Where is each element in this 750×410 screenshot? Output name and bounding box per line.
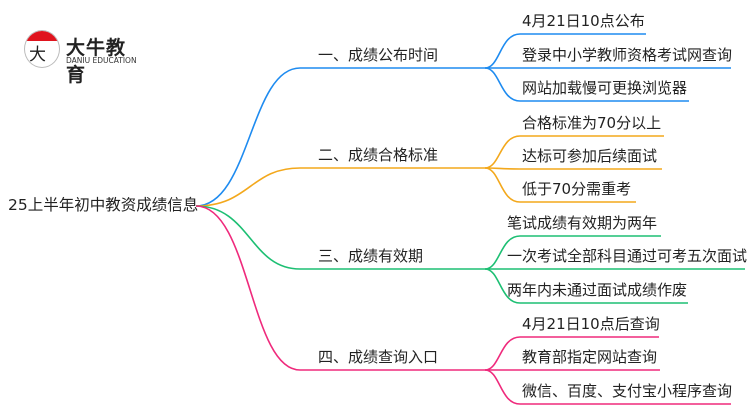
leaf-connector xyxy=(484,235,661,270)
root-node: 25上半年初中教资成绩信息 xyxy=(8,196,199,214)
leaf-node: 网站加载慢可更换浏览器 xyxy=(522,79,688,97)
leaf-connector xyxy=(484,268,688,304)
logo-name: 大牛教育 xyxy=(66,37,127,86)
leaf-connector xyxy=(484,369,731,405)
leaf-connector xyxy=(484,167,636,203)
leaf-node: 一次考试全部科目通过可考五次面试 xyxy=(507,247,748,265)
branch-node: 一、成绩公布时间 xyxy=(318,46,439,64)
branch-connector xyxy=(195,205,485,270)
branch-connector xyxy=(195,167,485,207)
branch-node: 二、成绩合格标准 xyxy=(318,146,439,164)
leaf-connector xyxy=(484,33,646,69)
leaf-connector xyxy=(484,67,689,102)
leaf-node: 4月21日10点公布 xyxy=(522,12,645,30)
leaf-connector xyxy=(484,167,662,170)
leaf-node: 4月21日10点后查询 xyxy=(522,315,660,333)
leaf-connector xyxy=(484,135,664,169)
logo-subtitle: DANIU EDUCATION xyxy=(66,56,137,65)
logo-mark: 大牛 xyxy=(24,30,60,68)
leaf-node: 达标可参加后续面试 xyxy=(522,147,658,165)
leaf-node: 微信、百度、支付宝小程序查询 xyxy=(522,382,733,400)
branch-connector xyxy=(195,67,485,207)
leaf-node: 两年内未通过面试成绩作废 xyxy=(507,281,688,299)
leaf-connector xyxy=(484,336,659,371)
leaf-node: 笔试成绩有效期为两年 xyxy=(507,214,658,232)
leaf-node: 登录中小学教师资格考试网查询 xyxy=(522,46,733,64)
leaf-node: 教育部指定网站查询 xyxy=(522,348,658,366)
branch-node: 三、成绩有效期 xyxy=(318,247,424,265)
branch-node: 四、成绩查询入口 xyxy=(318,348,439,366)
leaf-node: 合格标准为70分以上 xyxy=(522,114,662,132)
leaf-node: 低于70分需重考 xyxy=(522,180,632,198)
branch-connector xyxy=(195,205,485,371)
logo: 大牛 大牛教育 DANIU EDUCATION xyxy=(24,30,144,86)
